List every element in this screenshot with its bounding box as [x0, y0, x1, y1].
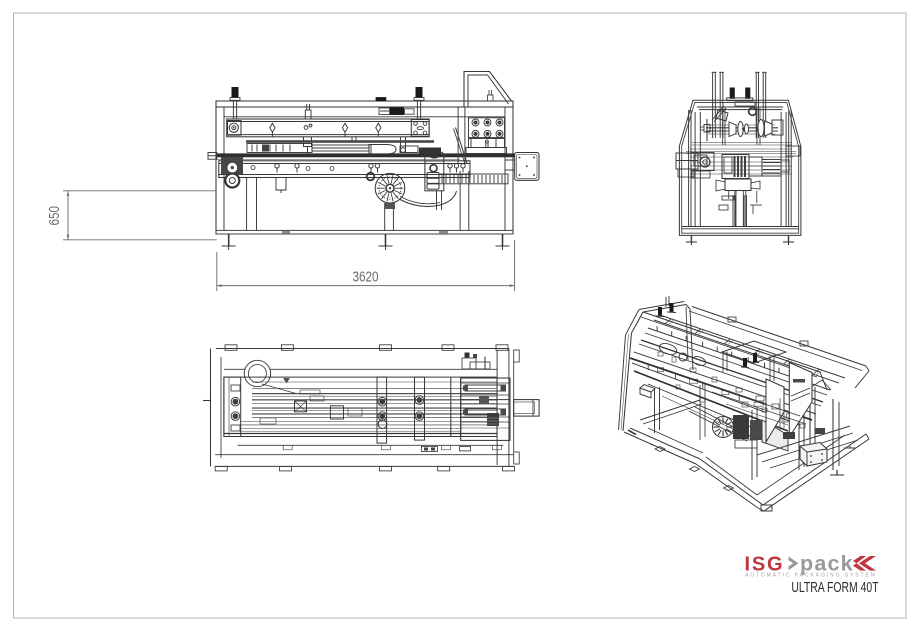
- svg-text:AUTOMATIC PACKAGING SYSTEM: AUTOMATIC PACKAGING SYSTEM: [745, 572, 877, 578]
- svg-text:ISG: ISG: [745, 554, 785, 576]
- svg-text:650: 650: [46, 206, 63, 226]
- svg-text:pack: pack: [800, 552, 854, 576]
- svg-text:ULTRA FORM 40T: ULTRA FORM 40T: [791, 580, 879, 596]
- svg-text:3620: 3620: [353, 268, 379, 285]
